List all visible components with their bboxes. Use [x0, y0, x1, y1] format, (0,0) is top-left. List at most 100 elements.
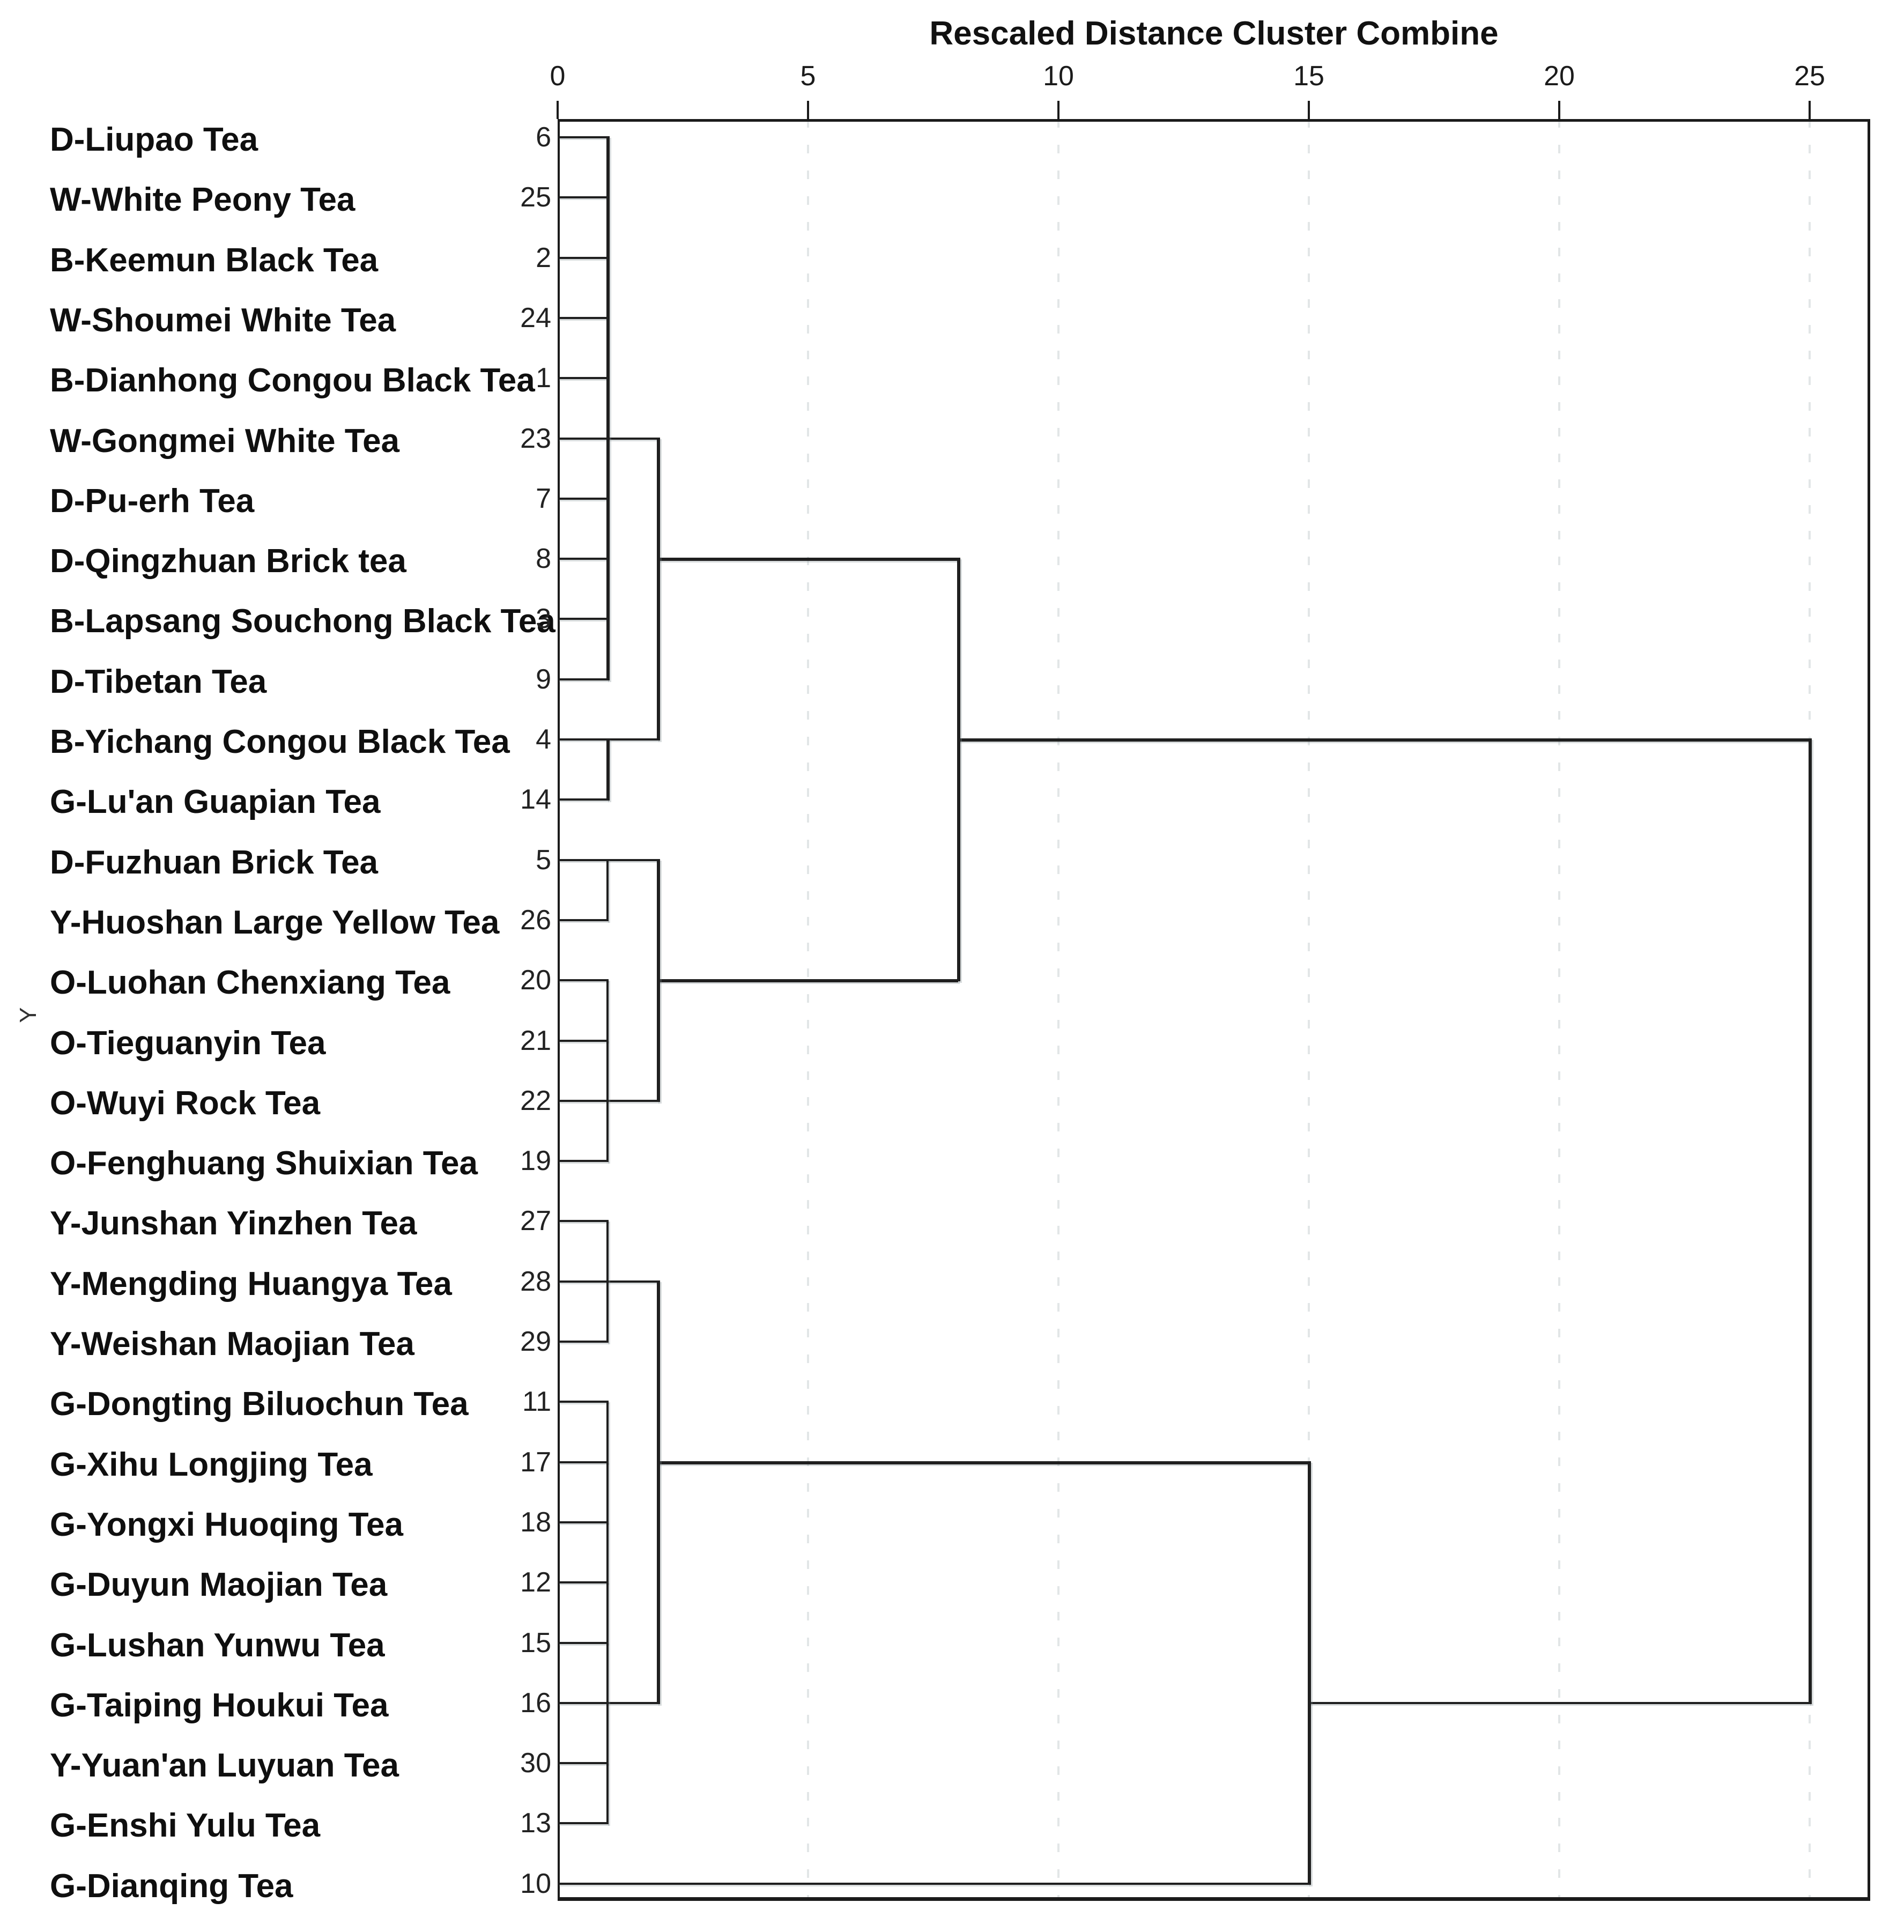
leaf-label: W-Gongmei White Tea — [50, 423, 400, 460]
case-number: 24 — [520, 302, 551, 334]
branch-h — [558, 1642, 607, 1644]
branch-h — [658, 558, 958, 561]
branch-h — [558, 1160, 607, 1162]
leaf-label: O-Wuyi Rock Tea — [50, 1085, 321, 1122]
branch-v — [606, 979, 609, 1162]
branch-h — [958, 738, 1810, 742]
case-number: 16 — [520, 1687, 551, 1719]
branch-h — [558, 558, 607, 560]
case-number: 17 — [520, 1447, 551, 1478]
branch-h — [1309, 1702, 1810, 1704]
case-number: 22 — [520, 1085, 551, 1116]
leaf-label: G-Lu'an Guapian Tea — [50, 783, 381, 820]
branch-h — [558, 1883, 1309, 1885]
leaf-label: B-Dianhong Congou Black Tea — [50, 362, 535, 399]
leaf-label: D-Qingzhuan Brick tea — [50, 543, 406, 580]
x-axis-tick-label: 20 — [1544, 61, 1575, 92]
leaf-label: D-Liupao Tea — [50, 121, 258, 158]
gridline-dashed — [1308, 119, 1310, 1901]
branch-v — [1809, 738, 1812, 1704]
branch-h — [558, 498, 607, 500]
branch-h — [558, 1581, 607, 1583]
branch-h — [558, 377, 607, 379]
leaf-label: G-Xihu Longjing Tea — [50, 1446, 373, 1483]
branch-h — [558, 1040, 607, 1042]
case-number: 2 — [536, 242, 551, 273]
branch-h — [558, 618, 607, 620]
case-number: 7 — [536, 483, 551, 514]
x-axis-tick-mark — [1809, 101, 1811, 119]
x-axis-tick-label: 0 — [550, 61, 566, 92]
case-number: 10 — [520, 1868, 551, 1899]
leaf-label: W-Shoumei White Tea — [50, 302, 396, 339]
leaf-label: G-Dianqing Tea — [50, 1868, 293, 1905]
branch-h — [658, 1461, 1309, 1464]
case-number: 21 — [520, 1025, 551, 1056]
leaf-label: D-Pu-erh Tea — [50, 483, 255, 520]
leaf-label: B-Keemun Black Tea — [50, 242, 379, 279]
case-number: 8 — [536, 543, 551, 574]
leaf-label: O-Tieguanyin Tea — [50, 1025, 326, 1062]
leaf-label: Y-Junshan Yinzhen Tea — [50, 1205, 417, 1242]
leaf-label: Y-Yuan'an Luyuan Tea — [50, 1747, 399, 1784]
leaf-label: W-White Peony Tea — [50, 181, 355, 218]
x-axis-tick-label: 10 — [1043, 61, 1074, 92]
leaf-label: B-Lapsang Souchong Black Tea — [50, 603, 555, 640]
branch-h — [558, 257, 607, 259]
plot-frame — [558, 119, 1870, 1901]
leaf-label: G-Yongxi Huoqing Tea — [50, 1506, 403, 1543]
case-number: 28 — [520, 1266, 551, 1297]
leaf-label: Y-Weishan Maojian Tea — [50, 1326, 414, 1363]
x-axis-tick-mark — [557, 101, 559, 119]
leaf-label: G-Duyun Maojian Tea — [50, 1566, 388, 1603]
branch-h — [558, 1461, 607, 1463]
case-number: 18 — [520, 1507, 551, 1538]
branch-h — [558, 798, 607, 801]
case-number: 29 — [520, 1326, 551, 1357]
x-axis-tick-mark — [807, 101, 809, 119]
leaf-label: Y-Mengding Huangya Tea — [50, 1265, 452, 1302]
branch-h — [558, 1762, 607, 1764]
branch-v — [606, 859, 609, 921]
leaf-label: D-Tibetan Tea — [50, 663, 267, 700]
branch-v — [1308, 1461, 1311, 1885]
case-number: 9 — [536, 664, 551, 695]
branch-h — [558, 1401, 607, 1403]
branch-h — [558, 196, 607, 198]
branch-h — [558, 317, 607, 319]
case-number: 5 — [536, 845, 551, 876]
branch-h — [558, 919, 607, 921]
x-axis-tick-label: 25 — [1794, 61, 1825, 92]
branch-v — [606, 1220, 609, 1343]
case-number: 23 — [520, 423, 551, 454]
branch-h — [558, 979, 607, 981]
branch-h — [558, 1822, 607, 1824]
case-number: 4 — [536, 724, 551, 755]
case-number: 13 — [520, 1808, 551, 1839]
gridline-dashed — [807, 119, 809, 1901]
x-axis-tick-mark — [1558, 101, 1560, 119]
branch-h — [558, 1341, 607, 1343]
leaf-label: O-Luohan Chenxiang Tea — [50, 964, 450, 1001]
case-number: 3 — [536, 603, 551, 634]
case-number: 12 — [520, 1567, 551, 1598]
branch-v — [657, 438, 660, 741]
branch-v — [606, 136, 610, 680]
gridline-dashed — [1558, 119, 1560, 1901]
leaf-label: Y-Huoshan Large Yellow Tea — [50, 904, 500, 941]
case-number: 27 — [520, 1205, 551, 1237]
branch-v — [606, 1401, 609, 1824]
leaf-label: B-Yichang Congou Black Tea — [50, 723, 510, 760]
branch-h — [658, 979, 958, 982]
leaf-label: D-Fuzhuan Brick Tea — [50, 844, 379, 881]
case-number: 30 — [520, 1748, 551, 1779]
x-axis-tick-label: 15 — [1293, 61, 1324, 92]
case-number: 26 — [520, 905, 551, 936]
case-number: 25 — [520, 182, 551, 213]
leaf-label: G-Taiping Houkui Tea — [50, 1687, 389, 1724]
branch-h — [558, 136, 607, 138]
case-number: 15 — [520, 1627, 551, 1659]
branch-h — [558, 1220, 607, 1222]
branch-v — [606, 738, 610, 801]
